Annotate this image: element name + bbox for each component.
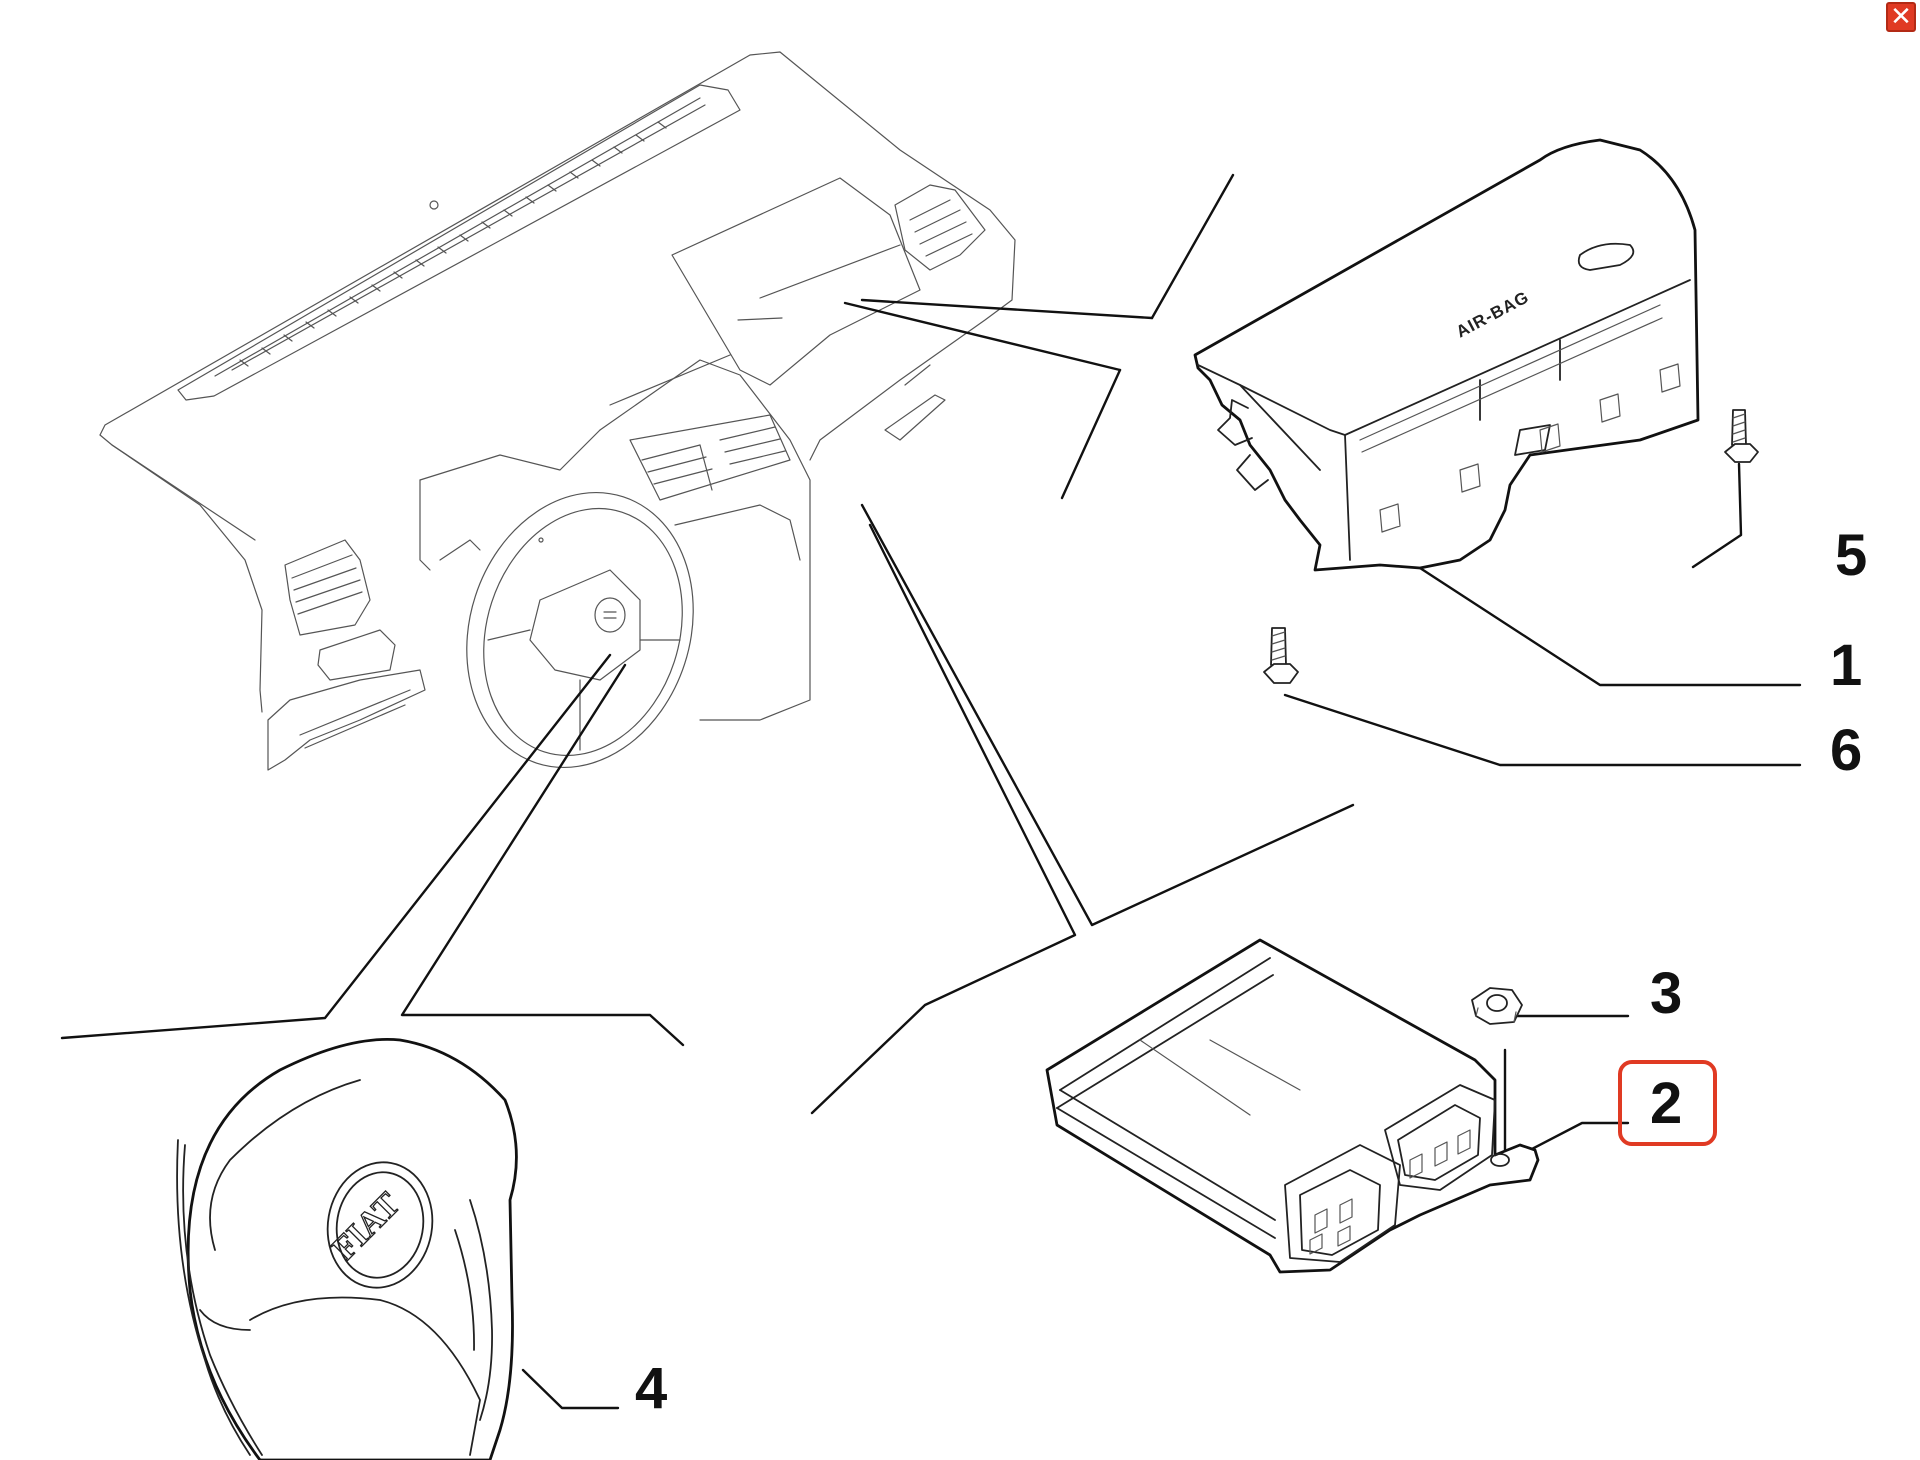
callout-6: 6	[1830, 718, 1862, 783]
dashboard-illustration	[99, 51, 1016, 771]
screw-part-6	[1263, 627, 1299, 684]
close-button[interactable]: ✕	[1886, 2, 1916, 32]
steering-wheel	[466, 491, 694, 769]
leader-lines	[60, 173, 1802, 1410]
highlight-box-part-2	[1618, 1060, 1717, 1146]
center-vents	[629, 414, 791, 501]
control-unit-connectors	[1284, 1084, 1496, 1263]
defroster-grille	[239, 121, 667, 367]
screw-part-5	[1724, 409, 1759, 463]
callout-4: 4	[635, 1356, 667, 1421]
right-vent	[894, 184, 986, 271]
driver-airbag-module: FIAT	[176, 1038, 518, 1460]
callout-3: 3	[1650, 961, 1682, 1026]
close-icon: ✕	[1890, 2, 1912, 32]
callout-numbers: 5 1 6 3 2 4	[635, 523, 1867, 1421]
nut-part-3	[1471, 987, 1523, 1025]
left-vent	[284, 539, 396, 681]
airbag-control-unit	[1045, 938, 1540, 1274]
callout-1: 1	[1830, 633, 1862, 698]
callout-2: 2	[1650, 1071, 1682, 1136]
passenger-airbag-module: AIR-BAG	[1193, 138, 1700, 572]
callout-5: 5	[1835, 523, 1867, 588]
